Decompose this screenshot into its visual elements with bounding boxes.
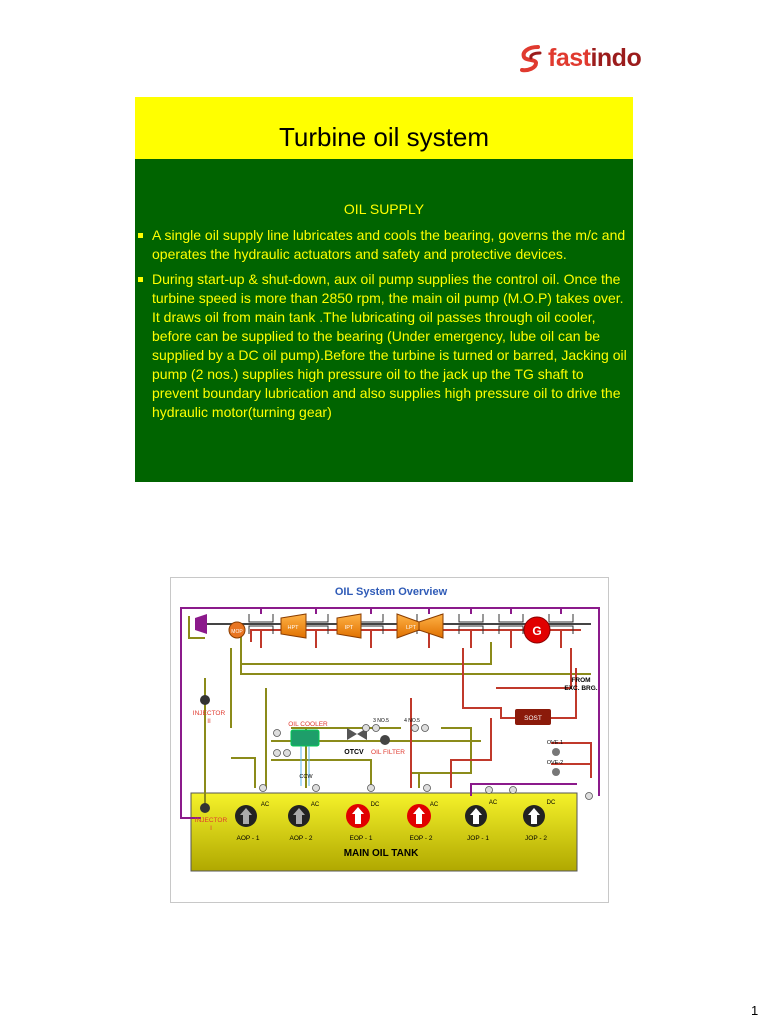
brg5-label-b: 4 NO.5 bbox=[404, 718, 420, 724]
otcv-label: OTCV bbox=[344, 749, 364, 756]
ove1-icon bbox=[552, 748, 560, 756]
generator-icon bbox=[523, 616, 551, 644]
bullet-item: During start-up & shut-down, aux oil pum… bbox=[135, 270, 633, 422]
pump-type-label: AC bbox=[430, 802, 439, 808]
from-exc-label-line2: EXC. BRG. bbox=[564, 685, 597, 692]
oil-system-diagram: OIL System Overview MAIN OIL TANK bbox=[170, 577, 609, 903]
bullet-icon bbox=[138, 277, 143, 282]
logo-text-indo: indo bbox=[590, 44, 642, 72]
bullet-text: During start-up & shut-down, aux oil pum… bbox=[152, 271, 627, 420]
pump-name-label: EOP - 1 bbox=[349, 835, 372, 842]
injector-2-icon bbox=[200, 695, 210, 705]
logo-text-fast: fast bbox=[548, 44, 591, 72]
pump-aop-1: AC AOP - 1 bbox=[235, 802, 270, 842]
from-exc-label-line1: FROM bbox=[571, 677, 590, 684]
otcv-valve-icon bbox=[347, 728, 367, 740]
injector-1-icon bbox=[200, 803, 210, 813]
pump-jop-2: DC JOP - 2 bbox=[523, 800, 556, 842]
mop-pump-icon bbox=[228, 621, 246, 639]
lpt-label: LPT bbox=[406, 625, 417, 631]
subheading: OIL SUPPLY bbox=[343, 201, 425, 217]
pump-name-label: JOP - 1 bbox=[467, 835, 489, 842]
oil-cooler-label: OIL COOLER bbox=[288, 721, 328, 728]
ove1-label: OVE.1 bbox=[547, 740, 563, 746]
pump-aop-2: AC AOP - 2 bbox=[288, 802, 320, 842]
ccw-label: CCW bbox=[299, 774, 313, 780]
ove2-label: OVE-2 bbox=[547, 760, 564, 766]
diagram-title: OIL System Overview bbox=[335, 586, 448, 598]
tank-label: MAIN OIL TANK bbox=[344, 848, 419, 859]
fastindo-logo: fastindo bbox=[518, 42, 642, 76]
pump-eop-2: AC EOP - 2 bbox=[407, 802, 439, 842]
pump-name-label: JOP - 2 bbox=[525, 835, 547, 842]
ove2-icon bbox=[552, 768, 560, 776]
injector-1-label-line1: INJECTOR bbox=[195, 817, 228, 824]
slide-title: Turbine oil system bbox=[279, 122, 489, 152]
brg5-label-a: 3 NO.5 bbox=[373, 718, 389, 724]
sost-box bbox=[515, 709, 551, 725]
page-number: 1 bbox=[751, 1003, 759, 1018]
injector-1-label-line2: I bbox=[210, 825, 212, 832]
instrument-gauges bbox=[259, 724, 593, 800]
oil-cooler-icon bbox=[290, 729, 320, 747]
slide-body: OIL SUPPLY A single oil supply line lubr… bbox=[135, 159, 633, 482]
lpt-turbine bbox=[396, 613, 444, 639]
slide: Turbine oil system OIL SUPPLY A single o… bbox=[135, 97, 633, 482]
main-oil-tank bbox=[190, 792, 578, 872]
sost-label: SOST bbox=[524, 715, 542, 722]
slide-title-bar: Turbine oil system bbox=[135, 97, 633, 159]
pump-type-label: AC bbox=[489, 800, 498, 806]
fastindo-logo-icon bbox=[520, 45, 542, 73]
pump-name-label: EOP - 2 bbox=[409, 835, 432, 842]
ipt-label: IPT bbox=[345, 625, 354, 631]
oil-filter-icon bbox=[380, 735, 390, 745]
logo-wordmark: fastindo bbox=[548, 44, 642, 73]
pump-name-label: AOP - 2 bbox=[289, 835, 312, 842]
pump-jop-1: AC JOP - 1 bbox=[465, 800, 498, 842]
mop-label: MOP bbox=[231, 629, 243, 635]
injector-2-label-line1: INJECTOR bbox=[193, 710, 226, 717]
generator-label: G bbox=[532, 624, 541, 638]
mop-coupling-icon bbox=[195, 614, 207, 634]
bullet-list: A single oil supply line lubricates and … bbox=[135, 226, 633, 428]
pump-name-label: AOP - 1 bbox=[236, 835, 259, 842]
pump-type-label: DC bbox=[371, 802, 380, 808]
pump-type-label: DC bbox=[547, 800, 556, 806]
bullet-item: A single oil supply line lubricates and … bbox=[135, 226, 633, 264]
pump-eop-1: DC EOP - 1 bbox=[346, 802, 380, 842]
pump-type-label: AC bbox=[261, 802, 270, 808]
ipt-turbine bbox=[336, 613, 362, 639]
hpt-label: HPT bbox=[288, 625, 300, 631]
pump-type-label: AC bbox=[311, 802, 320, 808]
bullet-text: A single oil supply line lubricates and … bbox=[152, 227, 626, 262]
hpt-turbine bbox=[280, 613, 307, 639]
oil-filter-label: OIL FILTER bbox=[371, 749, 405, 756]
bullet-icon bbox=[138, 233, 143, 238]
injector-2-label-line2: II bbox=[207, 718, 211, 725]
